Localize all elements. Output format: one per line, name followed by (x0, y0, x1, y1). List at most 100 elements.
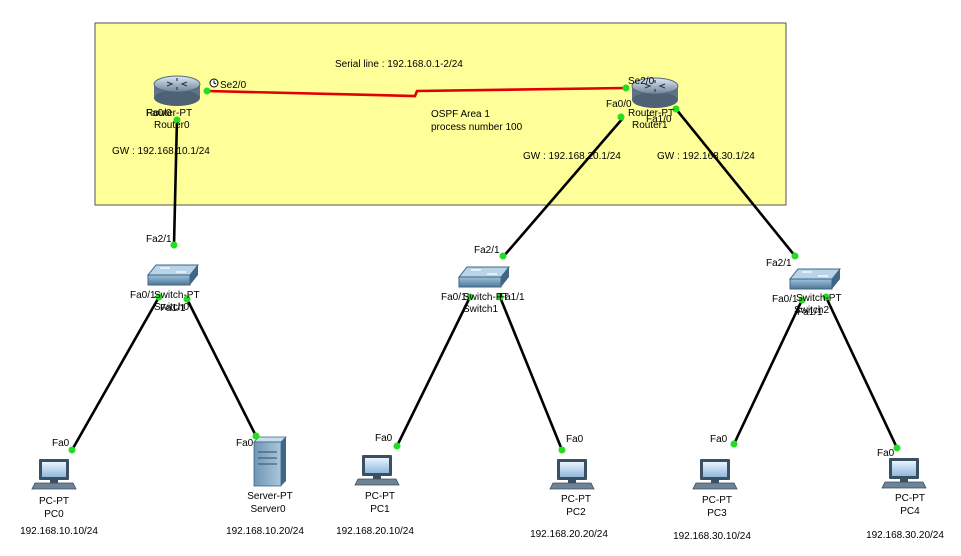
switch1-left-port-label: Fa0/1 (441, 292, 467, 303)
router-icon (153, 75, 201, 106)
switch1-uplink-port-label: Fa2/1 (474, 245, 500, 256)
serial-link-r0-r1[interactable] (206, 86, 627, 98)
switch0-left-port-label: Fa0/1 (130, 290, 156, 301)
pc2-type-label: PC-PT (561, 494, 591, 505)
switch0[interactable] (146, 264, 200, 286)
router1-fa1-port-label: Fa1/0 (646, 114, 672, 125)
pc1-port-label: Fa0 (375, 433, 393, 444)
router0-name-label: Router0 (154, 120, 190, 131)
pc4-port-label: Fa0 (877, 448, 895, 459)
pc0-name-label: PC0 (44, 509, 64, 520)
pc-icon (354, 455, 400, 486)
ospf-process-label: process number 100 (431, 122, 523, 133)
switch2-left-port-label: Fa0/1 (772, 294, 798, 305)
pc1-ip-label: 192.168.20.10/24 (336, 526, 414, 537)
pc2[interactable] (549, 459, 595, 490)
port-dot (622, 84, 630, 92)
port-dot (252, 432, 260, 440)
port-dot (893, 444, 901, 452)
pc1-type-label: PC-PT (365, 491, 395, 502)
router1-name-label: Router1 (632, 120, 668, 131)
link-r1-s2[interactable] (674, 108, 797, 257)
switch0-uplink-port-label: Fa2/1 (146, 234, 172, 245)
switch2[interactable] (788, 268, 842, 290)
port-status-dots (68, 84, 901, 454)
link-s2-pc3[interactable] (732, 299, 804, 445)
server-icon (253, 436, 287, 487)
pc4-ip-label: 192.168.30.20/24 (866, 530, 944, 541)
pc0[interactable] (31, 459, 77, 490)
pc2-name-label: PC2 (566, 507, 586, 518)
port-dot (499, 252, 507, 260)
link-s1-pc1[interactable] (395, 296, 472, 447)
router1-serial-port-label: Se2/0 (628, 76, 655, 87)
router1[interactable] (631, 77, 679, 108)
switch1-right-port-label: Fa1/1 (499, 292, 525, 303)
link-s2-pc4[interactable] (824, 296, 899, 449)
link-r1-s1[interactable] (502, 117, 624, 258)
ospf-area-box[interactable] (94, 22, 787, 206)
switch1[interactable] (457, 266, 511, 288)
router0-gateway-label: GW : 192.168.10.1/24 (112, 146, 210, 157)
router0-fa-port-label: Fa0/0 (146, 108, 172, 119)
port-dot (798, 296, 806, 304)
port-dot (558, 446, 566, 454)
port-dot (68, 446, 76, 454)
switch1-name-label: Switch1 (463, 304, 498, 315)
router0-type-label: Router-PT (146, 108, 192, 119)
pc-icon (881, 458, 927, 489)
pc0-type-label: PC-PT (39, 496, 69, 507)
server0-ip-label: 192.168.10.20/24 (226, 526, 304, 537)
port-dot (617, 113, 625, 121)
pc-icon (31, 459, 77, 490)
switch0-type-label: Switch-PT (154, 290, 200, 301)
pc-icon (549, 459, 595, 490)
pc3-name-label: PC3 (707, 508, 727, 519)
pc0-ip-label: 192.168.10.10/24 (20, 526, 98, 537)
switch2-type-label: Switch-PT (796, 293, 842, 304)
port-dot (466, 293, 474, 301)
router1-gateway-right-label: GW : 192.168.30.1/24 (657, 151, 755, 162)
switch0-right-port-label: Fa1/1 (160, 303, 186, 314)
router-icon (631, 77, 679, 108)
pc3-port-label: Fa0 (710, 434, 728, 445)
pc-icon (692, 459, 738, 490)
switch0-name-label: Switch0 (154, 302, 189, 313)
pc3-ip-label: 192.168.30.10/24 (673, 531, 751, 542)
pc4[interactable] (881, 458, 927, 489)
link-s1-pc2[interactable] (498, 296, 564, 451)
port-dot (203, 87, 211, 95)
port-dot (791, 252, 799, 260)
server0-type-label: Server-PT (247, 491, 293, 502)
pc4-name-label: PC4 (900, 506, 920, 517)
pc1[interactable] (354, 455, 400, 486)
router1-type-label: Router-PT (628, 108, 674, 119)
pc3[interactable] (692, 459, 738, 490)
pc1-name-label: PC1 (370, 504, 390, 515)
router1-fa0-port-label: Fa0/0 (606, 99, 632, 110)
serial-line-note: Serial line : 192.168.0.1-2/24 (335, 59, 463, 70)
switch-icon (457, 266, 511, 288)
server0[interactable] (253, 436, 287, 487)
link-s0-server0[interactable] (185, 298, 258, 437)
server0-port-label: Fa0 (236, 438, 254, 449)
pc2-ip-label: 192.168.20.20/24 (530, 529, 608, 540)
port-dot (822, 293, 830, 301)
port-dot (730, 440, 738, 448)
clock-icon (209, 78, 219, 88)
port-dot (393, 442, 401, 450)
router0-serial-port-label: Se2/0 (220, 80, 247, 91)
router1-gateway-left-label: GW : 192.168.20.1/24 (523, 151, 621, 162)
pc0-port-label: Fa0 (52, 438, 70, 449)
router0[interactable] (153, 75, 201, 106)
pc3-type-label: PC-PT (702, 495, 732, 506)
link-s0-pc0[interactable] (70, 296, 161, 451)
switch2-uplink-port-label: Fa2/1 (766, 258, 792, 269)
port-dot (170, 241, 178, 249)
link-r0-s0[interactable] (172, 117, 179, 246)
links (70, 86, 899, 451)
pc4-type-label: PC-PT (895, 493, 925, 504)
ospf-area-label: OSPF Area 1 (431, 109, 490, 120)
port-dot (183, 295, 191, 303)
